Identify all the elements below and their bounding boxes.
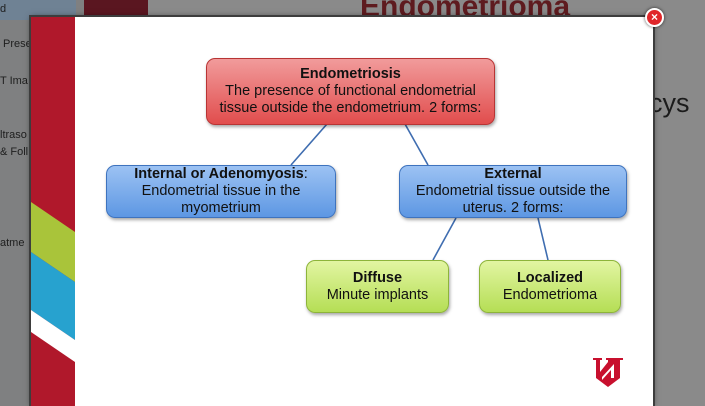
node-external-title: External [484, 166, 542, 182]
node-endometriosis-title: Endometriosis [300, 66, 401, 82]
connector-external-diffuse [432, 217, 457, 261]
background-sidebar-item: d [0, 3, 7, 15]
node-external-text: Endometrial tissue outside the uterus. 2… [415, 183, 611, 216]
node-endometriosis: Endometriosis The presence of functional… [206, 58, 495, 125]
node-diffuse: Diffuse Minute implants [306, 260, 449, 313]
background-sidebar-item: & Foll [0, 146, 29, 158]
node-endometriosis-text: The presence of functional endometrial t… [219, 83, 482, 116]
background-sidebar-item: ltraso [0, 129, 27, 141]
unmc-n-logo-icon [593, 358, 623, 387]
node-internal: Internal or Adenomyosis: Endometrial tis… [106, 165, 336, 218]
background-sidebar-active-item [0, 0, 76, 20]
node-diffuse-text: Minute implants [326, 286, 429, 303]
node-internal-heading: Internal or Adenomyosis: [107, 166, 335, 183]
node-localized-text: Endometrioma [502, 286, 598, 303]
image-lightbox: Endometriosis The presence of functional… [31, 17, 653, 406]
node-localized: Localized Endometrioma [479, 260, 621, 313]
node-external: External Endometrial tissue outside the … [399, 165, 627, 218]
background-sidebar-item: T Ima [0, 75, 28, 87]
node-diffuse-title: Diffuse [352, 269, 403, 286]
connector-root-external [404, 123, 429, 166]
node-localized-title: Localized [516, 269, 584, 286]
background-sidebar-item: Prese [3, 38, 32, 50]
background-sidebar-item: atme [0, 237, 25, 249]
connector-external-localized [537, 217, 549, 261]
node-internal-title: Internal or Adenomyosis [134, 166, 304, 182]
connector-root-internal [290, 123, 328, 166]
close-icon[interactable]: × [645, 8, 664, 27]
slide-accent-stripes [31, 17, 75, 406]
diagram-connectors [290, 123, 549, 261]
node-internal-colon: : [303, 166, 308, 182]
node-internal-text: Endometrial tissue in the myometrium [141, 183, 301, 216]
